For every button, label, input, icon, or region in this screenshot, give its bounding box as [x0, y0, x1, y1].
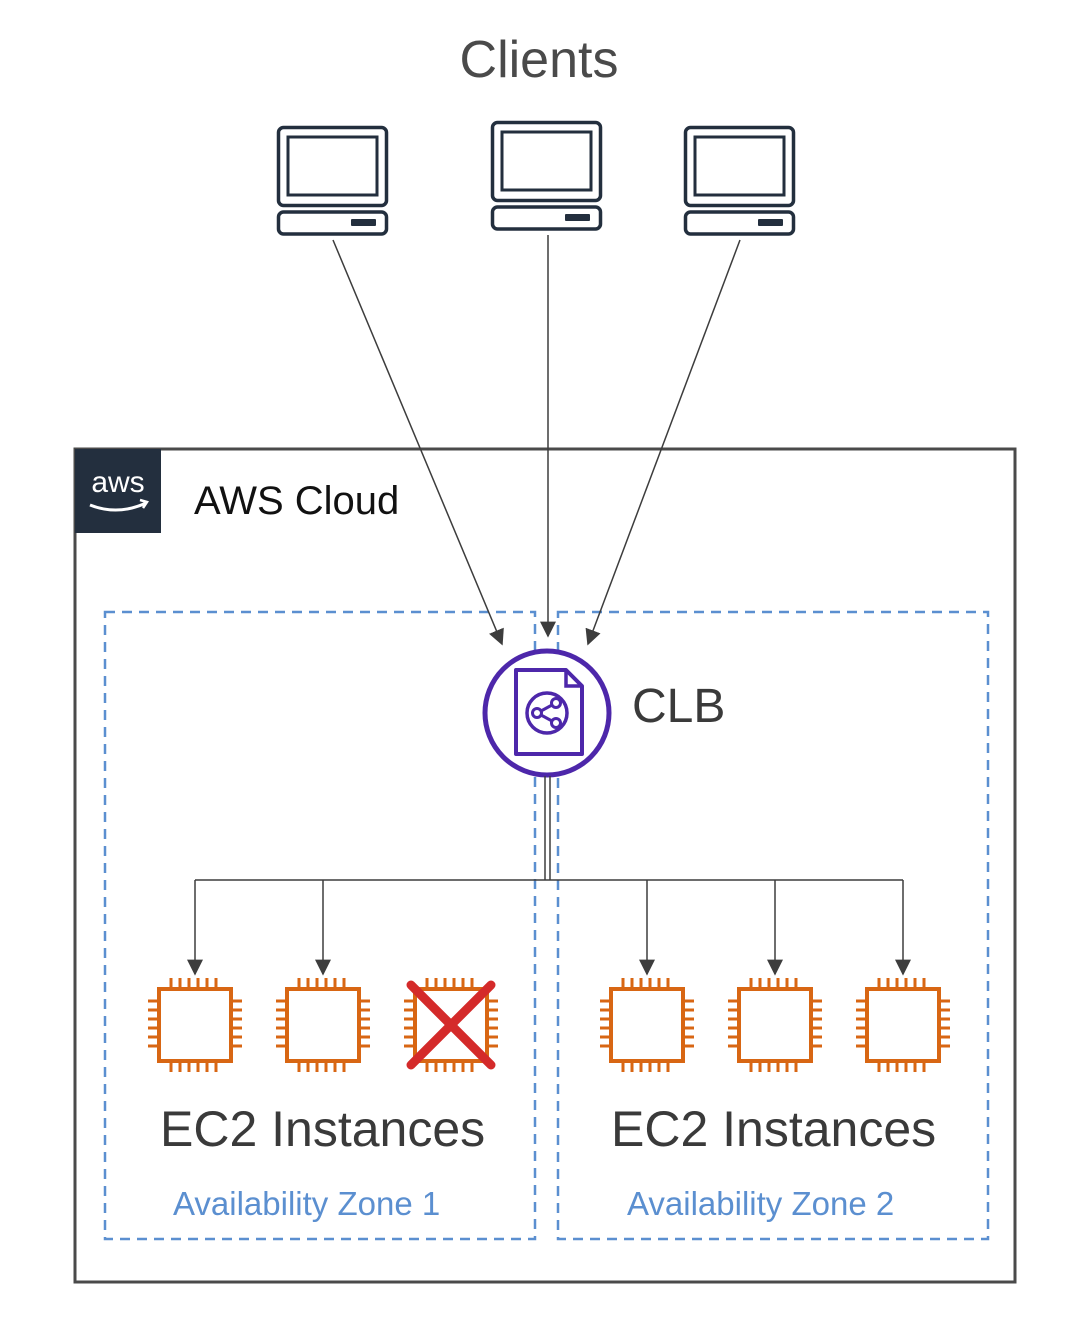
- clients-title: Clients: [459, 31, 619, 89]
- availability-zone-2-label: Availability Zone 2: [627, 1185, 895, 1222]
- clb-distribution-arrows: [187, 776, 911, 976]
- failed-x-icon: [406, 980, 496, 1070]
- aws-logo-text: aws: [91, 466, 144, 499]
- ec2-instance-icon-az2-3: [854, 976, 952, 1074]
- ec2-instance-icon-az1-2: [274, 976, 372, 1074]
- arrow-client-3-to-clb: [585, 239, 741, 646]
- ec2-instance-icon-az2-2: [726, 976, 824, 1074]
- clb-label: CLB: [632, 680, 726, 733]
- ec2-instances-label-az2: EC2 Instances: [611, 1101, 937, 1157]
- classic-load-balancer-icon: [482, 648, 612, 778]
- ec2-instances-label-az1: EC2 Instances: [160, 1101, 486, 1157]
- client-desktop-icon-1: [276, 125, 389, 236]
- aws-logo-icon: aws: [75, 449, 161, 533]
- arrow-client-1-to-clb: [332, 239, 504, 646]
- aws-cloud-boundary: [73, 447, 1017, 1284]
- ec2-instance-icon-az1-1: [146, 976, 244, 1074]
- client-desktop-icon-2: [490, 120, 603, 231]
- availability-zone-1-label: Availability Zone 1: [173, 1185, 441, 1222]
- ec2-instance-icon-az2-1: [598, 976, 696, 1074]
- client-desktop-icon-3: [683, 125, 796, 236]
- aws-cloud-label: AWS Cloud: [194, 479, 400, 523]
